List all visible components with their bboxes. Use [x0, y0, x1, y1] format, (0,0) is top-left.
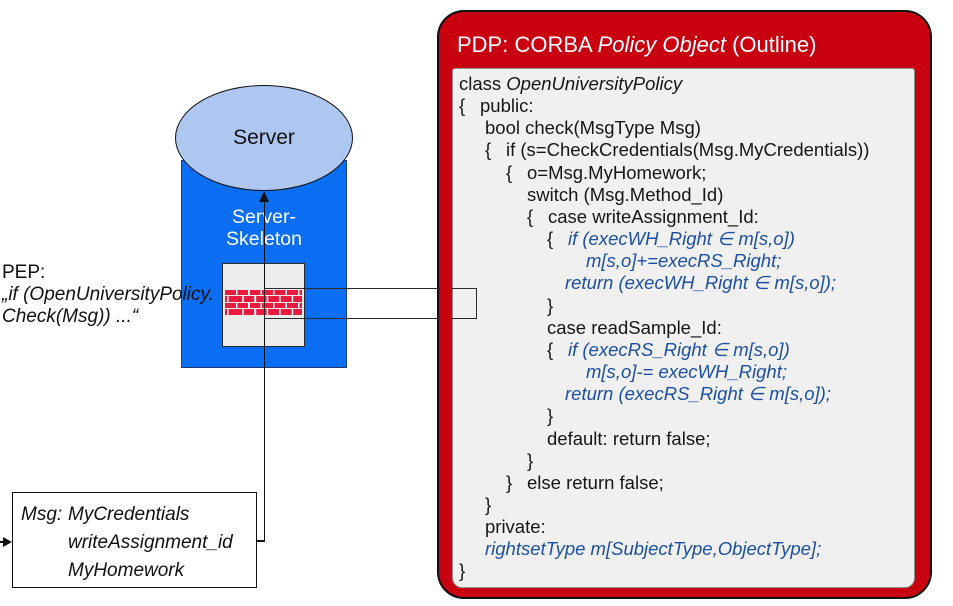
- pdp-title-pre: PDP: CORBA: [457, 32, 598, 57]
- code-line: m[s,o]+=execRS_Right;: [586, 250, 782, 272]
- message-path-connector: [256, 540, 265, 542]
- code-line: }: [547, 405, 554, 427]
- code-line: bool check(MsgType Msg): [485, 117, 701, 139]
- pep-code-line1: „if (OpenUniversityPolicy.: [2, 283, 214, 305]
- pep-label: PEP:: [2, 262, 46, 283]
- msg-item: writeAssignment_id: [68, 532, 233, 553]
- code-line: class OpenUniversityPolicy: [459, 73, 683, 94]
- msg-incoming-arrowhead-icon: [3, 537, 12, 547]
- pep-code-line2: Check(Msg)) ...“: [2, 305, 139, 327]
- code-line: rightsetType m[SubjectType,ObjectType];: [485, 538, 822, 560]
- code-line: {o=Msg.MyHomework;: [506, 161, 707, 183]
- code-line: {if (execRS_Right ∈ m[s,o]): [547, 338, 790, 360]
- code-line: {case writeAssignment_Id:: [527, 205, 759, 227]
- code-line: }: [547, 294, 554, 316]
- pep-annotation: PEP: „if (OpenUniversityPolicy. Check(Ms…: [2, 262, 252, 327]
- message-arrowhead-icon: [259, 191, 269, 202]
- code-line: case readSample_Id:: [547, 316, 722, 338]
- msg-item: MyHomework: [68, 560, 185, 581]
- server-ellipse: Server: [175, 85, 353, 191]
- server-label: Server: [233, 126, 295, 149]
- firewall-bricks-icon: [225, 290, 302, 316]
- code-line: }else return false;: [506, 471, 664, 493]
- code-line: return (execRS_Right ∈ m[s,o]);: [565, 383, 831, 405]
- call-path-rect: [264, 288, 477, 319]
- pdp-box: PDP: CORBA Policy Object (Outline) class…: [437, 10, 932, 599]
- pdp-border-overlay: [440, 286, 452, 322]
- interceptor-box: [222, 263, 305, 347]
- msg-box: Msg: MyCredentials writeAssignment_id My…: [12, 492, 257, 588]
- code-line: return (execWH_Right ∈ m[s,o]);: [565, 272, 837, 294]
- code-line: switch (Msg.Method_Id): [527, 183, 724, 205]
- code-line: }: [527, 449, 534, 471]
- msg-label: Msg:: [21, 504, 63, 525]
- pdp-title-italic: Policy Object: [597, 32, 726, 57]
- message-path-line: [263, 196, 266, 542]
- code-line: }: [459, 560, 466, 582]
- msg-item: MyCredentials: [68, 504, 190, 525]
- code-line: {public:: [459, 95, 534, 117]
- policy-code-panel: class OpenUniversityPolicy{public:bool c…: [452, 68, 915, 588]
- policy-code-block: class OpenUniversityPolicy{public:bool c…: [453, 69, 914, 583]
- pdp-title-post: (Outline): [725, 32, 817, 57]
- code-line: {if (execWH_Right ∈ m[s,o]): [547, 228, 795, 250]
- code-line: }: [485, 493, 492, 515]
- pdp-title: PDP: CORBA Policy Object (Outline): [457, 32, 816, 58]
- code-line: private:: [485, 516, 546, 538]
- code-line: default: return false;: [547, 427, 711, 449]
- code-line: m[s,o]-= execWH_Right;: [586, 361, 787, 383]
- code-line: {if (s=CheckCredentials(Msg.MyCredential…: [485, 139, 870, 161]
